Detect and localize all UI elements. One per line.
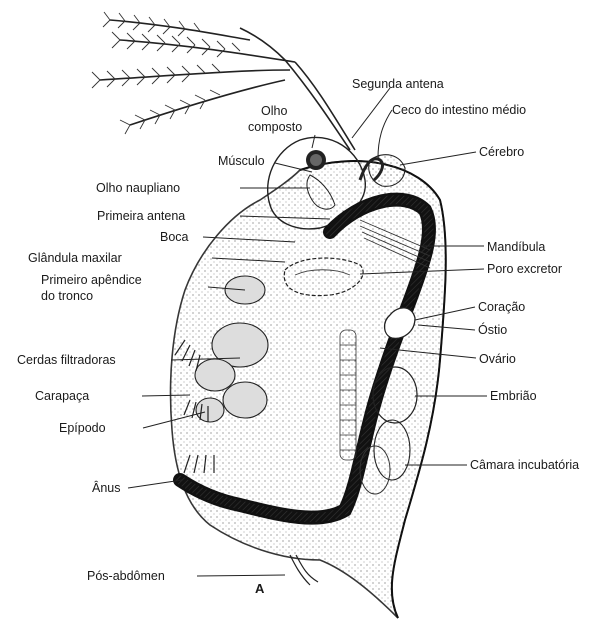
label-glandula-maxilar: Glândula maxilar [28, 251, 122, 265]
label-olho-composto-1: Olho [261, 104, 287, 118]
label-primeiro-apendice-1: Primeiro apêndice [41, 273, 142, 287]
label-poro-excretor: Poro excretor [487, 262, 562, 276]
label-ovario: Ovário [479, 352, 516, 366]
label-ostio: Óstio [478, 323, 507, 337]
label-epipodo: Epípodo [59, 421, 106, 435]
label-olho-naupliano: Olho naupliano [96, 181, 180, 195]
label-coracao: Coração [478, 300, 525, 314]
label-pos-abdomen: Pós-abdômen [87, 569, 165, 583]
label-primeira-antena: Primeira antena [97, 209, 185, 223]
label-anus: Ânus [92, 481, 121, 495]
label-primeiro-apendice-2: do tronco [41, 289, 93, 303]
label-cerdas-filtradoras: Cerdas filtradoras [17, 353, 116, 367]
label-mandibula: Mandíbula [487, 240, 545, 254]
second-antenna [100, 20, 355, 150]
compound-eye [306, 150, 326, 170]
label-boca: Boca [160, 230, 189, 244]
label-carapaca: Carapaça [35, 389, 89, 403]
label-ceco-intestino: Ceco do intestino médio [392, 103, 526, 117]
label-camara-incubatoria: Câmara incubatória [470, 458, 579, 472]
label-cerebro: Cérebro [479, 145, 524, 159]
label-embriao: Embrião [490, 389, 537, 403]
label-olho-composto-2: composto [248, 120, 302, 134]
ovary [340, 330, 356, 460]
label-segunda-antena: Segunda antena [352, 77, 444, 91]
figure-letter: A [255, 581, 264, 596]
label-musculo: Músculo [218, 154, 265, 168]
